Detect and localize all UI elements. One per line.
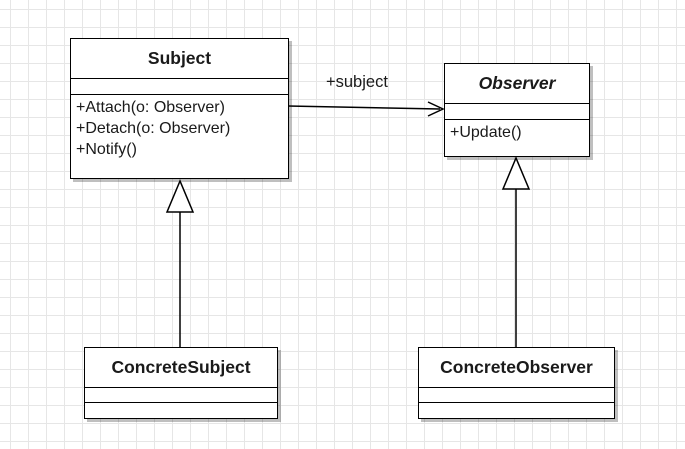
subject-class[interactable]: Subject +Attach(o: Observer) +Detach(o: …: [70, 38, 289, 179]
subject-operation: +Notify(): [76, 141, 137, 158]
association-arrowhead: [427, 101, 445, 117]
observer-generalization-arrowhead: [501, 156, 531, 190]
subject-operation: +Detach(o: Observer): [76, 120, 231, 137]
observer-class[interactable]: Observer +Update(): [444, 63, 590, 157]
concrete-subject-class[interactable]: ConcreteSubject: [84, 347, 278, 419]
concrete-subject-attributes-section: [85, 388, 277, 403]
observer-class-name: Observer: [445, 64, 589, 104]
concrete-observer-class-name: ConcreteObserver: [419, 348, 614, 388]
subject-generalization-arrowhead: [165, 179, 195, 213]
observer-operation: +Update(): [450, 124, 522, 141]
concrete-observer-attributes-section: [419, 388, 614, 403]
observer-attributes-section: [445, 104, 589, 120]
association-line: [287, 105, 441, 110]
concrete-observer-class[interactable]: ConcreteObserver: [418, 347, 615, 419]
concrete-observer-operations-section: [419, 403, 614, 418]
association-label: +subject: [326, 73, 388, 91]
concrete-subject-class-name: ConcreteSubject: [85, 348, 277, 388]
subject-operation: +Attach(o: Observer): [76, 99, 225, 116]
subject-attributes-section: [71, 79, 288, 95]
observer-operations-section: +Update(): [445, 120, 589, 143]
subject-class-name: Subject: [71, 39, 288, 79]
concrete-subject-operations-section: [85, 403, 277, 418]
subject-operations-section: +Attach(o: Observer) +Detach(o: Observer…: [71, 95, 288, 160]
